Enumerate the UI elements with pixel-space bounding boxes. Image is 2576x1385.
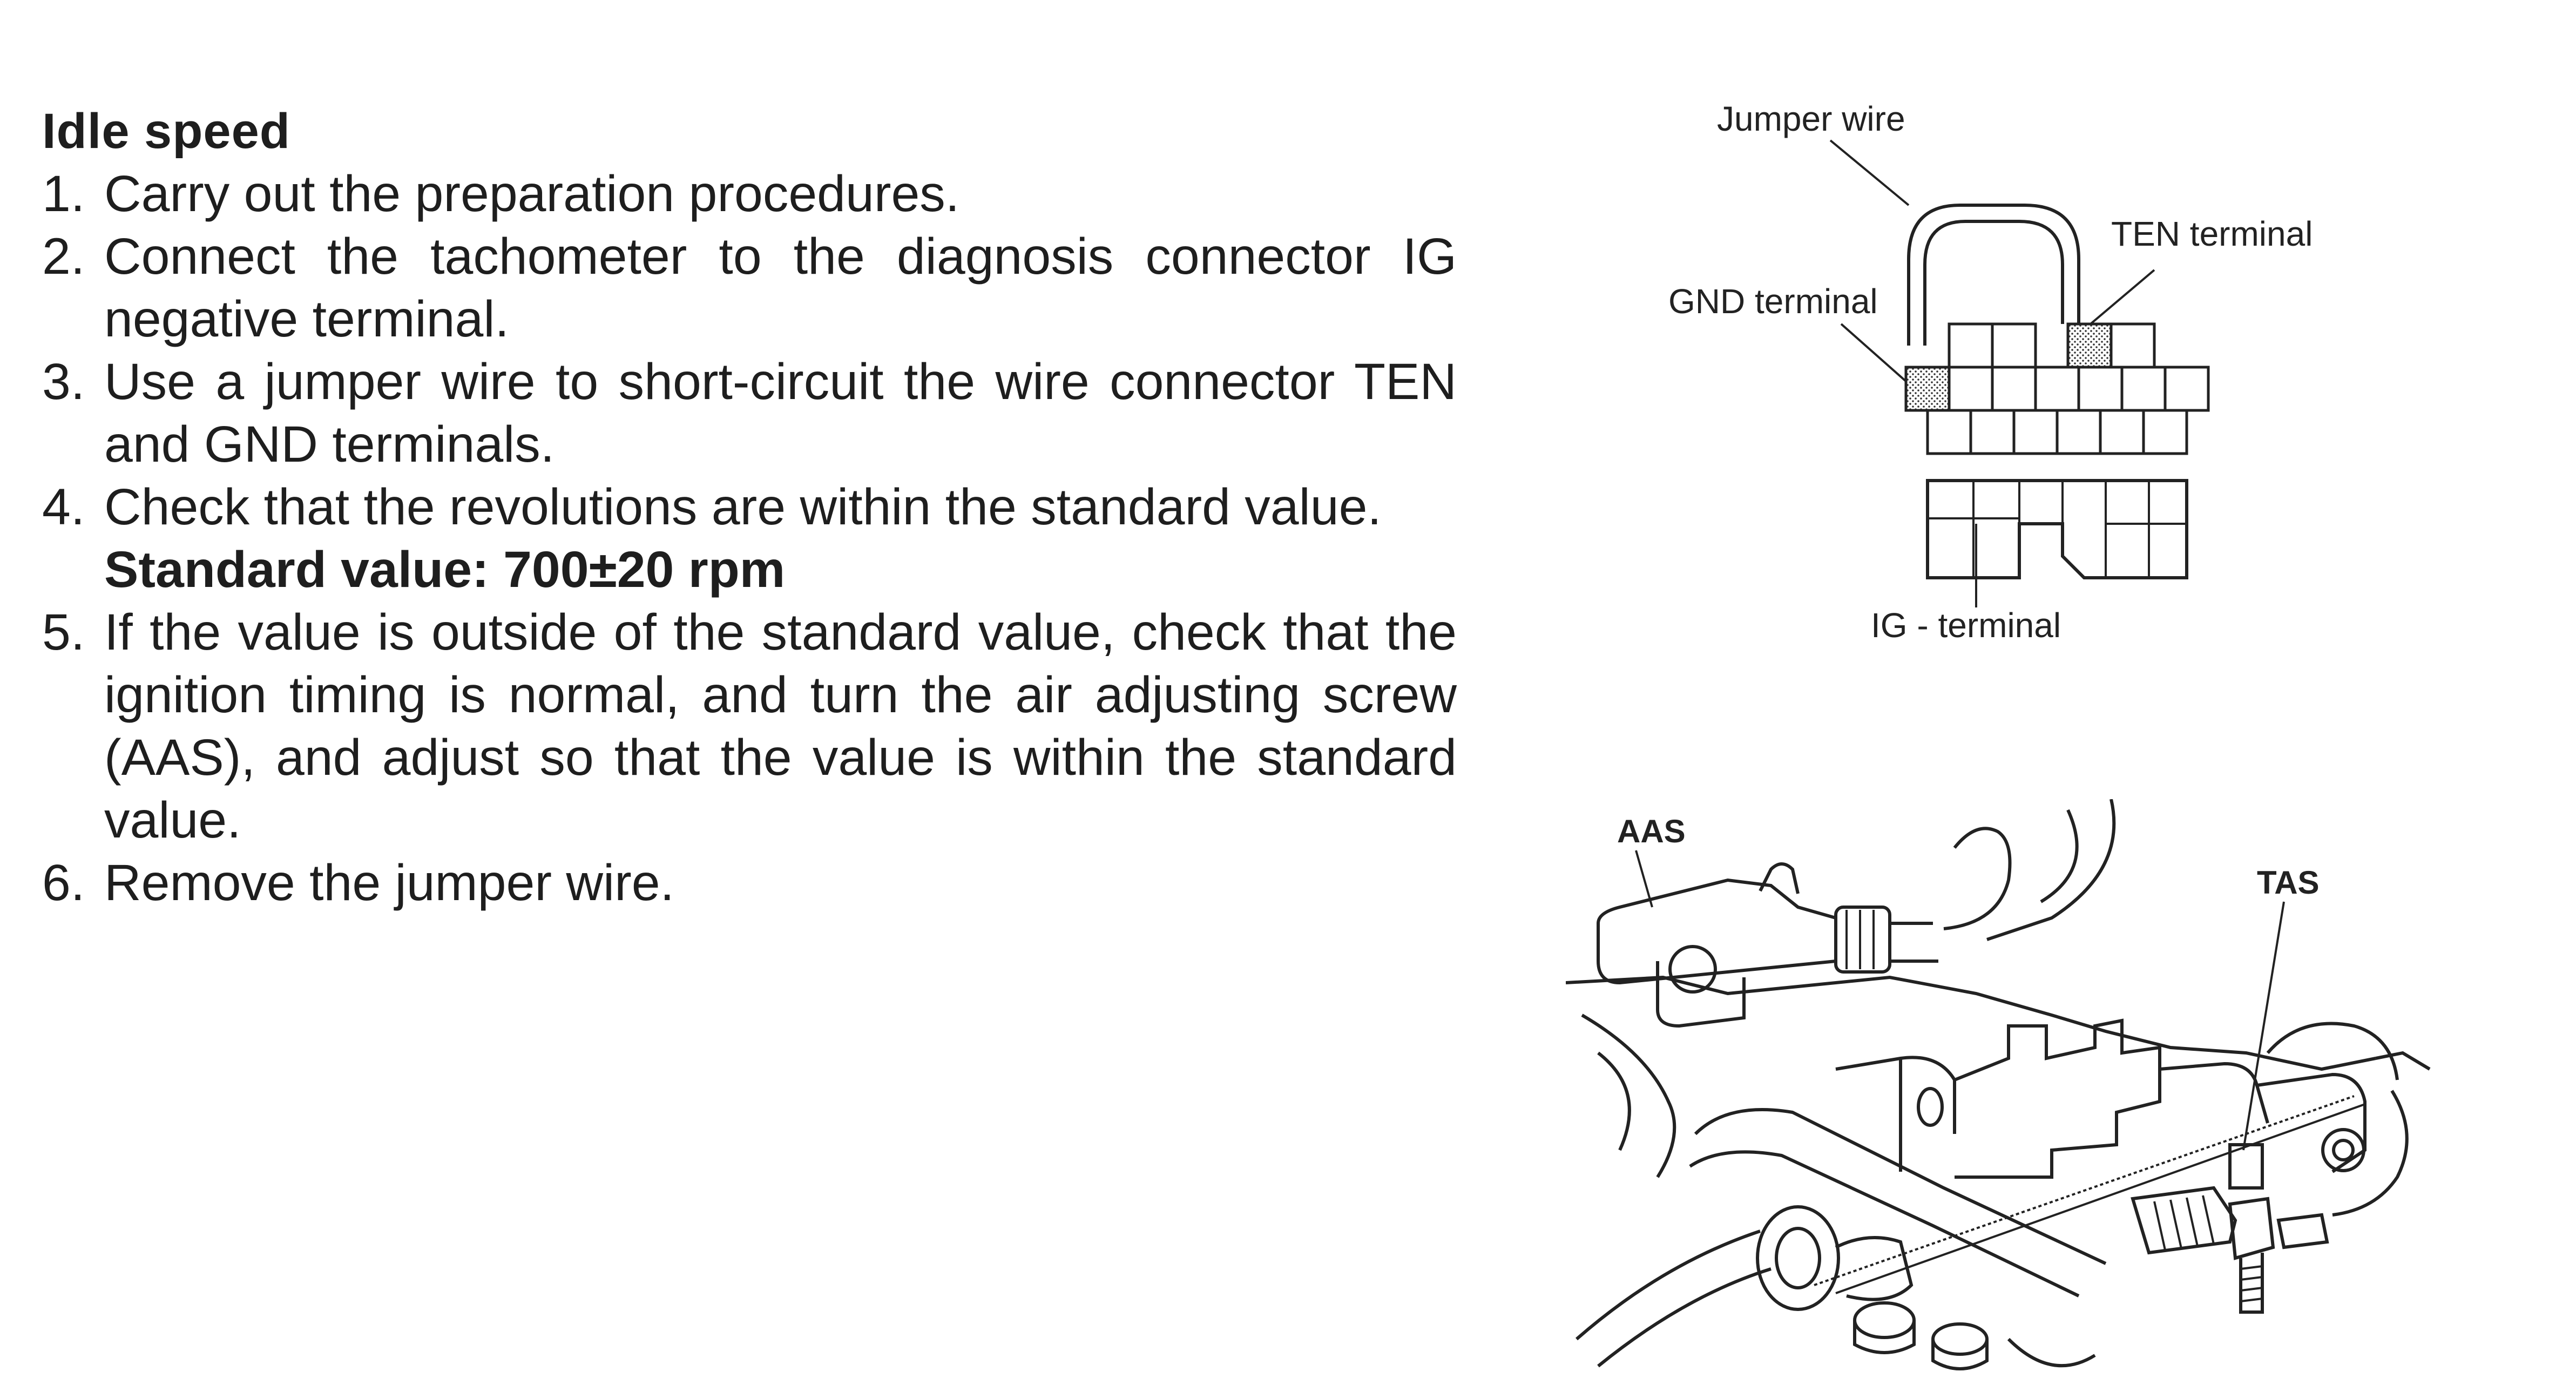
tas-label: TAS (2257, 864, 2320, 901)
step-text: Connect the tachometer to the diagnosis … (104, 228, 1457, 348)
ten-terminal-label: TEN terminal (2111, 214, 2313, 253)
aas-hose (1597, 862, 1938, 1028)
step-text: Remove the jumper wire. (104, 854, 674, 911)
connector-top-row (1948, 322, 2156, 369)
throttle-cable (1689, 1095, 2365, 1298)
step-item: 4. Check that the revolutions are within… (42, 476, 1457, 601)
section-heading: Idle speed (42, 104, 290, 159)
step-number: 1. (42, 165, 85, 222)
ten-leader-line (2083, 269, 2155, 330)
step-number: 4. (42, 478, 85, 536)
step-item: 3. Use a jumper wire to short-circuit th… (42, 350, 1457, 476)
lower-connector (1926, 479, 2188, 579)
aas-label: AAS (1617, 813, 1686, 849)
tas-screw (2131, 1143, 2329, 1314)
lower-hoses (1576, 1205, 2096, 1370)
procedure-text: Idle speed 1. Carry out the preparation … (42, 100, 1457, 914)
gnd-terminal-pin (1904, 366, 1951, 412)
step-item: 2. Connect the tachometer to the diagnos… (42, 225, 1457, 350)
step-number: 3. (42, 353, 85, 410)
step-item: 1. Carry out the preparation procedures. (42, 163, 1457, 225)
upper-hose-mid (2040, 809, 2079, 903)
step-text: Carry out the preparation procedures. (104, 165, 960, 222)
jumper-wire-outer (1907, 204, 2080, 346)
standard-value: Standard value: 700±20 rpm (104, 541, 786, 598)
throttle-body (1565, 975, 2431, 1217)
connector-bottom-row (1926, 409, 2188, 455)
connector-middle-row (1904, 366, 2210, 412)
engine-diagram: AAS TAS (1565, 799, 2440, 1382)
step-text: Check that the revolutions are within th… (104, 478, 1382, 536)
step-content: Check that the revolutions are within th… (104, 476, 1457, 601)
connector-diagram: Jumper wire TEN terminal GND terminal IG… (1609, 92, 2397, 675)
step-item: 6. Remove the jumper wire. (42, 852, 1457, 914)
engine-diagram-svg: AAS TAS (1565, 799, 2431, 1370)
step-item: 5. If the value is outside of the standa… (42, 601, 1457, 852)
jumper-wire-inner (1923, 220, 2064, 346)
tas-leader-line (2242, 901, 2285, 1151)
step-number: 5. (42, 604, 85, 661)
step-number: 2. (42, 228, 85, 285)
ig-terminal-label: IG - terminal (1871, 606, 2061, 645)
aas-leader-line (1635, 850, 1653, 908)
connector-diagram-svg: Jumper wire TEN terminal GND terminal IG… (1668, 99, 2313, 645)
step-text: If the value is outside of the standard … (104, 604, 1457, 849)
ten-terminal-pin (2066, 322, 2113, 369)
jumper-wire-label: Jumper wire (1717, 99, 1905, 138)
jumper-leader-line (1829, 139, 1910, 206)
gnd-leader-line (1840, 323, 1912, 387)
gnd-terminal-label: GND terminal (1668, 282, 1878, 321)
step-text: Use a jumper wire to short-circuit the w… (104, 353, 1457, 473)
upper-hose-left (1943, 827, 2012, 930)
step-list: 1. Carry out the preparation procedures.… (42, 163, 1457, 914)
step-number: 6. (42, 854, 85, 911)
upper-hose-right (1986, 799, 2116, 941)
